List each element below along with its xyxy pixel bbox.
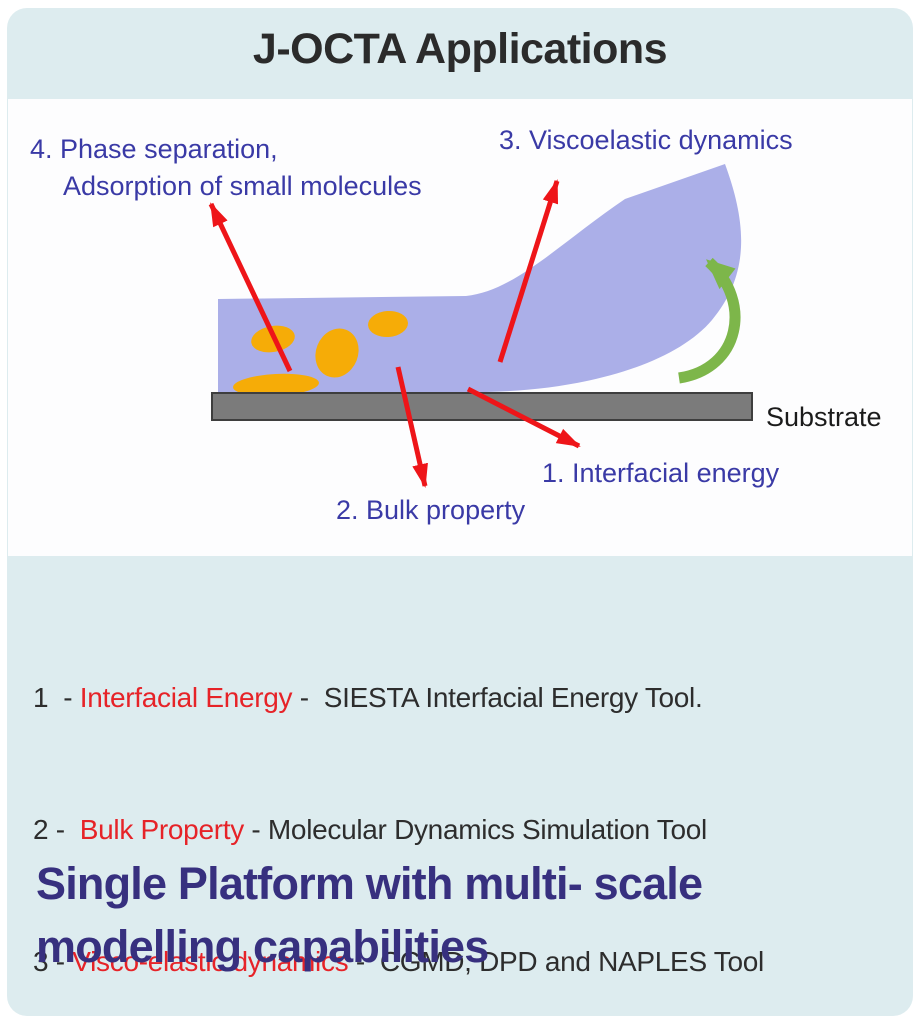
label-bulk-property: 2. Bulk property — [336, 495, 526, 525]
page-title: J-OCTA Applications — [252, 25, 668, 73]
legend-item-3-description: - CGMD, DPD and NAPLES Tool — [348, 946, 764, 977]
legend-item-3: 3 - Visco-elastic dynamics - CGMD, DPD a… — [33, 940, 764, 984]
legend-item-1: 1 - Interfacial Energy - SIESTA Interfac… — [33, 676, 764, 720]
label-viscoelastic: 3. Viscoelastic dynamics — [499, 125, 793, 155]
label-interfacial-energy: 1. Interfacial energy — [542, 458, 780, 488]
peel-direction-arrow-icon — [677, 257, 741, 384]
legend-item-2-description: - Molecular Dynamics Simulation Tool — [243, 814, 707, 845]
arrow-bulk-property-icon — [395, 366, 428, 488]
legend-item-2: 2 - Bulk Property - Molecular Dynamics S… — [33, 808, 764, 852]
label-substrate: Substrate — [766, 402, 882, 432]
legend-item-1-description: - SIESTA Interfacial Energy Tool. — [292, 682, 703, 713]
arrow-viscoelastic-icon — [497, 179, 560, 363]
label-phase-separation-line2: Adsorption of small molecules — [63, 171, 422, 201]
arrow-phase-separation-icon — [208, 202, 293, 373]
legend-item-1-keyword: Interfacial Energy — [79, 682, 293, 713]
arrow-interfacial-icon — [466, 386, 581, 449]
label-phase-separation: 4. Phase separation, Adsorption of small… — [30, 131, 422, 205]
tagline-heading: Single Platform with multi- scale modell… — [36, 852, 703, 978]
legend-item-2-keyword: Bulk Property — [79, 814, 244, 845]
legend-item-1-number: 1 - — [33, 682, 80, 713]
label-phase-separation-line1: 4. Phase separation, — [30, 134, 278, 164]
phase-blob-2 — [315, 328, 359, 378]
tagline-line2: modelling capabilities — [36, 921, 489, 972]
phase-blob-3 — [368, 310, 408, 338]
legend-list: 1 - Interfacial Energy - SIESTA Interfac… — [33, 588, 764, 1024]
legend-item-3-number: 3 - — [33, 946, 73, 977]
legend-item-2-number: 2 - — [33, 814, 80, 845]
tagline-line1: Single Platform with multi- scale — [36, 858, 703, 909]
phase-blob-4 — [233, 373, 319, 397]
legend-item-3-keyword: Visco-elastic dynamics — [72, 946, 349, 977]
